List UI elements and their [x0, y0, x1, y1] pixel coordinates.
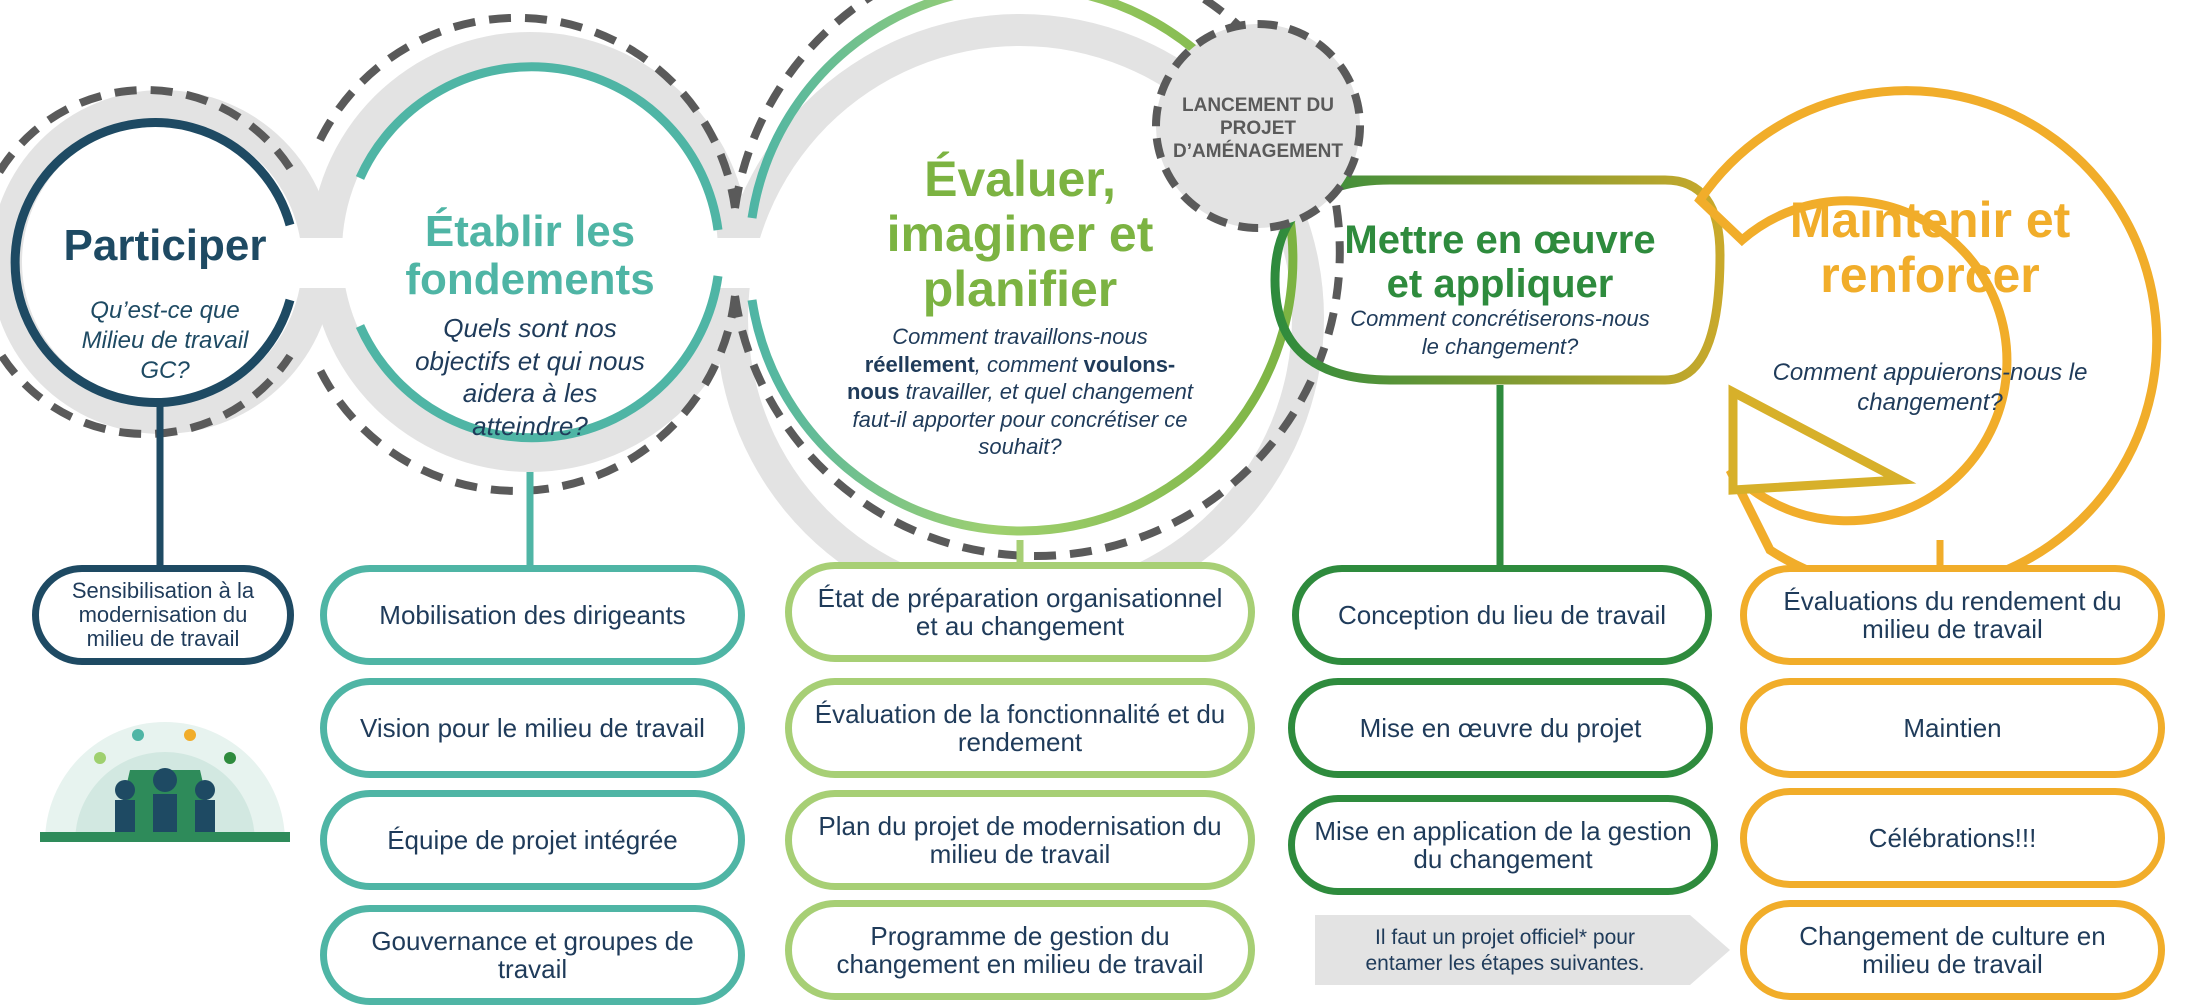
mettre-title: Mettre en œuvre et appliquer [1344, 218, 1656, 306]
participer-title: Participer [63, 221, 267, 270]
maintenir-arrow [1728, 384, 1917, 495]
maintenir-question: Comment appuierons-nous le changement? [1772, 359, 2088, 416]
mettre-question: Comment concrétiserons-nous le changemen… [1350, 306, 1650, 359]
launch-circle [1152, 20, 1364, 232]
fondements-item-4: Gouvernance et groupes de travail [320, 905, 745, 1005]
fondements-question: Quels sont nos objectifs et qui nous aid… [415, 313, 645, 441]
maintenir-item-4: Changement de culture en milieu de trava… [1740, 900, 2165, 1000]
mettre-item-1: Conception du lieu de travail [1292, 565, 1712, 665]
evaluer-question-b: réellement [864, 351, 975, 377]
launch-label: LANCEMENT DU PROJET D’AMÉNAGEMENT [1173, 95, 1343, 162]
mettre-item-3: Mise en application de la gestion du cha… [1288, 795, 1718, 895]
evaluer-question-e: travailler, et quel changement faut-il a… [852, 379, 1194, 459]
maintenir-item-1: Évaluations du rendement du milieu de tr… [1740, 565, 2165, 665]
evaluer-question-c: , comment [974, 351, 1084, 377]
mettre-item-2: Mise en œuvre du projet [1288, 678, 1713, 778]
evaluer-outline [747, 0, 1298, 536]
inner-white [22, 46, 1292, 590]
fondements-item-1: Mobilisation des dirigeants [320, 565, 745, 665]
participer-question: Qu’est-ce que Milieu de travail GC? [81, 297, 249, 384]
evaluer-item-1: État de préparation organisationnel et a… [785, 562, 1255, 662]
dashed-border [0, 0, 1344, 560]
note-arrow [1315, 915, 1730, 985]
maintenir-item-3: Célébrations!!! [1740, 788, 2165, 888]
maintenir-title: Maintenir et renforcer [1789, 192, 2071, 303]
evaluer-question-a: Comment travaillons-nous [892, 324, 1148, 349]
evaluer-item-4: Programme de gestion du changement en mi… [785, 900, 1255, 1000]
evaluer-item-3: Plan du projet de modernisation du milie… [785, 790, 1255, 890]
participer-item-1: Sensibilisation à la modernisation du mi… [32, 565, 294, 665]
evaluer-title: Évaluer, imaginer et planifier [886, 151, 1154, 317]
people-icon [40, 722, 290, 842]
fondements-title: Établir les fondements [405, 207, 655, 305]
maintenir-outline [1694, 86, 2162, 596]
evaluer-item-2: Évaluation de la fonctionnalité et du re… [785, 678, 1255, 778]
maintenir-item-2: Maintien [1740, 678, 2165, 778]
evaluer-question-d: voulons-nous [846, 351, 1176, 405]
fondements-item-3: Équipe de projet intégrée [320, 790, 745, 890]
note-text: Il faut un projet officiel* pour entamer… [1365, 926, 1645, 976]
fondements-item-2: Vision pour le milieu de travail [320, 678, 745, 778]
evaluer-question: Comment travaillons-nous réellement, com… [845, 323, 1195, 461]
fondements-outline [355, 62, 723, 443]
participer-outline [10, 118, 295, 407]
